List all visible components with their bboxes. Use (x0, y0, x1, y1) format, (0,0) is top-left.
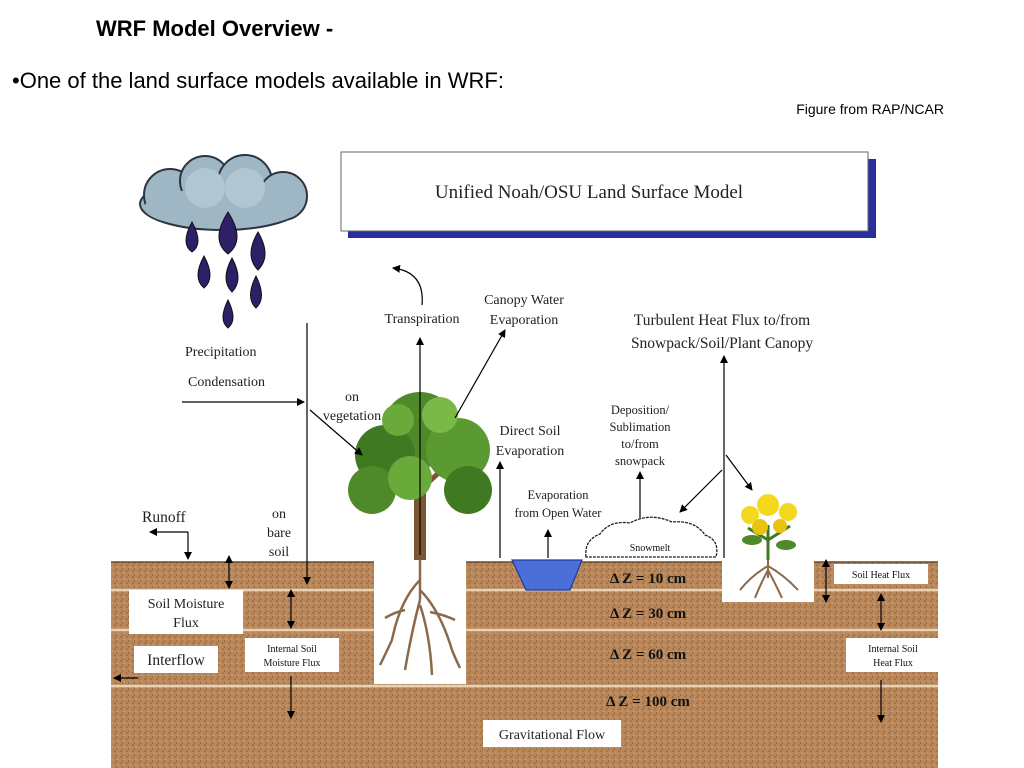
internal-soil-heat-box (846, 638, 940, 672)
internal-soil-right-label-2: Heat Flux (873, 658, 913, 669)
direct-soil-label-2: Evaporation (496, 444, 564, 459)
deposition-label-1: Deposition/ (611, 403, 670, 417)
turbulent-heat-label-2: Snowpack/Soil/Plant Canopy (631, 335, 813, 352)
soil-moisture-label-2: Flux (173, 616, 199, 631)
turbulent-heat-label-1: Turbulent Heat Flux to/from (634, 312, 810, 329)
interflow-box (134, 646, 218, 673)
internal-soil-moisture-box (245, 638, 339, 672)
soil-heat-flux-box (834, 564, 928, 584)
internal-soil-left-label-1: Internal Soil (267, 644, 317, 655)
flux-arrows (113, 264, 885, 723)
on-vegetation-label-2: vegetation (323, 409, 381, 424)
figure-credit: Figure from RAP/NCAR (796, 101, 944, 117)
slide-bullet: •One of the land surface models availabl… (12, 68, 504, 93)
raindrops-icon (185, 211, 266, 329)
open-water-icon (511, 559, 583, 591)
deposition-label-2: Sublimation (609, 420, 671, 434)
heat-to-plant-arrow (725, 454, 753, 491)
snowmelt-label: Snowmelt (630, 543, 671, 554)
direct-soil-label-1: Direct Soil (499, 424, 560, 439)
transpiration-curve-arrow (392, 264, 423, 306)
rain-cloud-icon (139, 154, 308, 231)
bare-soil-label-2: bare (267, 526, 291, 541)
on-vegetation-label-1: on (345, 390, 359, 405)
soil-heat-flux-label: Soil Heat Flux (852, 570, 910, 581)
flower-plant-icon (722, 494, 814, 602)
canopy-water-label-2: Evaporation (490, 313, 558, 328)
layer-label-100cm: Δ Z = 100 cm (606, 694, 690, 710)
transpiration-label: Transpiration (385, 312, 460, 327)
internal-soil-left-label-2: Moisture Flux (264, 658, 321, 669)
internal-soil-right-label-1: Internal Soil (868, 644, 918, 655)
runoff-label: Runoff (142, 509, 186, 526)
bare-soil-label-1: on (272, 507, 286, 522)
gravitational-flow-box (483, 720, 621, 747)
layer-label-10cm: Δ Z = 10 cm (610, 571, 687, 587)
condensation-label: Condensation (188, 375, 265, 390)
open-water-label-1: Evaporation (527, 488, 589, 502)
layer-label-60cm: Δ Z = 60 cm (610, 647, 687, 663)
slide-title: WRF Model Overview - (96, 16, 334, 41)
banner-title: Unified Noah/OSU Land Surface Model (435, 182, 743, 203)
canopy-water-label-1: Canopy Water (484, 293, 564, 308)
gravitational-flow-label: Gravitational Flow (499, 728, 606, 743)
bare-soil-label-3: soil (269, 545, 289, 560)
deposition-label-4: snowpack (615, 454, 666, 468)
banner: Unified Noah/OSU Land Surface Model (340, 151, 876, 238)
banner-box (340, 151, 869, 232)
canopy-evaporation-arrow (454, 329, 506, 419)
tree-roots-panel (374, 560, 466, 684)
soil-moisture-box (129, 590, 243, 634)
precipitation-label: Precipitation (185, 345, 257, 360)
deposition-label-3: to/from (621, 437, 659, 451)
open-water-label-2: from Open Water (515, 506, 603, 520)
layer-label-30cm: Δ Z = 30 cm (610, 606, 687, 622)
interflow-label: Interflow (147, 652, 205, 669)
heat-to-snow-arrow (679, 469, 723, 513)
soil-moisture-label-1: Soil Moisture (148, 597, 225, 612)
snowpack-icon: Snowmelt (585, 516, 718, 558)
on-vegetation-arrow (309, 409, 363, 456)
